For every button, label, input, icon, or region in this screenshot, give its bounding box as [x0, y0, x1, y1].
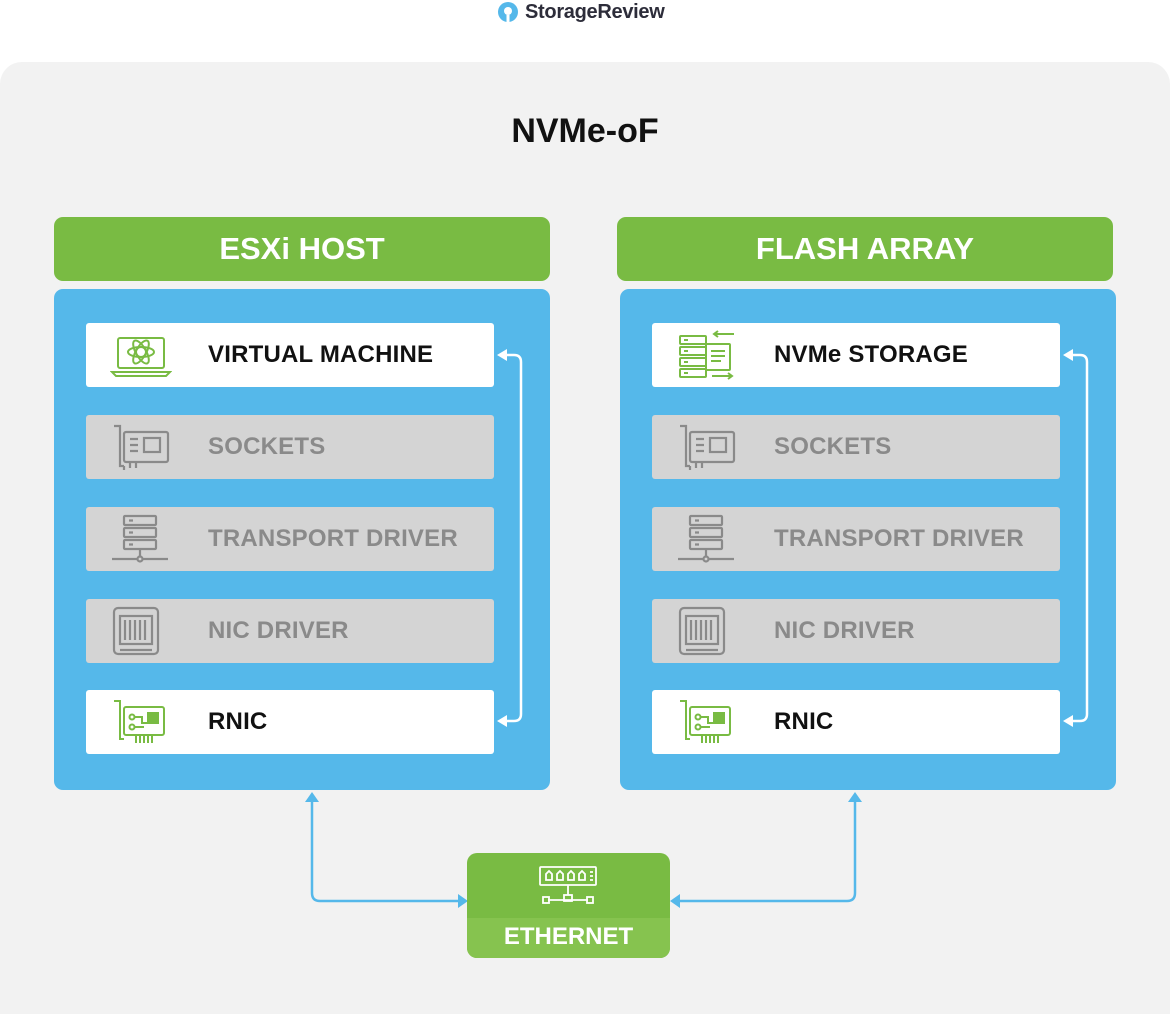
- layer-label: RNIC: [774, 708, 834, 735]
- esxi-host-stack: VIRTUAL MACHINE SOCKETS TRANSPORT DRIVER: [54, 289, 550, 790]
- nic-chip-icon: [112, 606, 160, 656]
- layer-transport-driver: TRANSPORT DRIVER: [652, 507, 1060, 571]
- rnic-card-icon: [680, 700, 731, 743]
- left-stack-arrow: [500, 353, 523, 723]
- layer-sockets: SOCKETS: [86, 415, 494, 479]
- storage-transfer-icon: [679, 330, 734, 380]
- left-ethernet-link: [310, 800, 460, 903]
- network-switch-icon: [539, 866, 597, 904]
- layer-label: SOCKETS: [774, 433, 892, 460]
- ethernet-block: ETHERNET: [467, 853, 670, 958]
- layer-label: NIC DRIVER: [208, 617, 349, 644]
- layer-label: TRANSPORT DRIVER: [774, 525, 1024, 552]
- ethernet-label-band: [467, 918, 670, 958]
- rnic-card-icon: [114, 700, 165, 743]
- layer-nic-driver: NIC DRIVER: [652, 599, 1060, 663]
- layer-label: NVMe STORAGE: [774, 341, 968, 368]
- layer-sockets: SOCKETS: [652, 415, 1060, 479]
- ethernet-label: ETHERNET: [503, 923, 634, 950]
- layer-nvme-storage: NVMe STORAGE: [652, 323, 1060, 387]
- layer-virtual-machine: VIRTUAL MACHINE: [86, 323, 494, 387]
- nic-chip-icon: [678, 606, 726, 656]
- layer-label: VIRTUAL MACHINE: [208, 341, 434, 368]
- server-network-icon: [112, 514, 168, 563]
- layer-transport-driver: TRANSPORT DRIVER: [86, 507, 494, 571]
- right-ethernet-link: [678, 800, 857, 903]
- expansion-card-icon: [114, 424, 170, 470]
- layer-rnic: RNIC: [86, 690, 494, 754]
- right-stack-arrow: [1066, 353, 1089, 723]
- storagereview-logo: StorageReview: [497, 0, 665, 24]
- diagram-title: NVMe-oF: [511, 112, 659, 150]
- flash-array-header: FLASH ARRAY: [617, 217, 1113, 281]
- flash-array-stack: NVMe STORAGE SOCKETS TRANSPORT DRIVER: [620, 289, 1116, 790]
- expansion-card-icon: [680, 424, 736, 470]
- layer-label: SOCKETS: [208, 433, 326, 460]
- layer-label: TRANSPORT DRIVER: [208, 525, 458, 552]
- layer-nic-driver: NIC DRIVER: [86, 599, 494, 663]
- laptop-vm-icon: [110, 337, 172, 377]
- layer-rnic: RNIC: [652, 690, 1060, 754]
- layer-label: NIC DRIVER: [774, 617, 915, 644]
- server-network-icon: [678, 514, 734, 563]
- storagereview-logo-icon: [498, 2, 518, 22]
- brand-name: StorageReview: [525, 0, 665, 23]
- esxi-host-header: ESXi HOST: [54, 217, 550, 281]
- layer-label: RNIC: [208, 708, 268, 735]
